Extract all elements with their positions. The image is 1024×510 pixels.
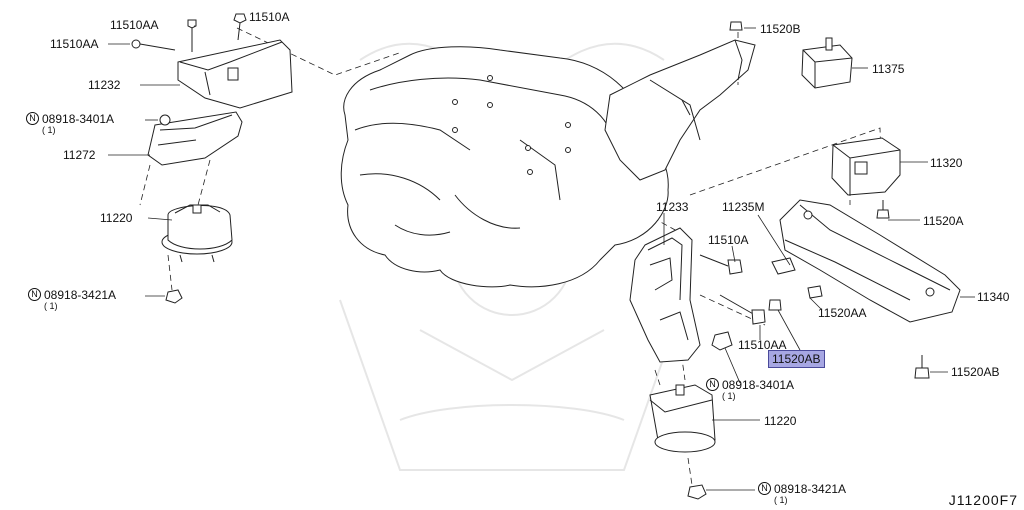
- part-label-11520A[interactable]: 11520A: [923, 214, 964, 228]
- mount-11320: [831, 137, 901, 219]
- part-label-11510AA-top[interactable]: 11510AA: [110, 18, 159, 32]
- part-label-11520AA[interactable]: 11520AA: [818, 306, 867, 320]
- bolts-right: [768, 285, 930, 379]
- part-label-08918-3401A-left[interactable]: N 08918-3401A ( 1): [26, 112, 115, 135]
- part-label-11510A-mid[interactable]: 11510A: [708, 233, 749, 247]
- part-number: 08918-3421A: [44, 288, 117, 302]
- part-label-11235M[interactable]: 11235M: [722, 200, 765, 214]
- part-label-08918-3421A-left[interactable]: N 08918-3421A ( 1): [28, 288, 117, 311]
- part-label-11520AB-highlighted[interactable]: 11520AB: [768, 350, 825, 368]
- part-label-08918-3401A-right[interactable]: N 08918-3401A ( 1): [706, 378, 795, 401]
- part-number: 08918-3401A: [722, 378, 795, 392]
- bracket-11232: [131, 13, 293, 109]
- mount-insulator-left: [161, 204, 233, 304]
- diagram-reference-code: J11200F7: [948, 492, 1018, 508]
- mount-11375: [729, 21, 853, 89]
- engine-illustration: [340, 39, 756, 288]
- part-label-11220-right[interactable]: 11220: [764, 414, 797, 428]
- mount-insulator-right: [649, 384, 716, 500]
- part-label-11340[interactable]: 11340: [977, 290, 1010, 304]
- part-label-11510A-top[interactable]: 11510A: [249, 10, 290, 24]
- part-label-11233[interactable]: 11233: [656, 200, 689, 214]
- n-marker-icon: N: [758, 482, 771, 495]
- quantity-note: ( 1): [722, 391, 736, 401]
- quantity-note: ( 1): [774, 495, 788, 505]
- part-label-11232[interactable]: 11232: [88, 78, 121, 92]
- crossmember-11340: [771, 199, 961, 323]
- part-label-11520AB-right[interactable]: 11520AB: [951, 365, 1000, 379]
- bracket-11233: [629, 227, 766, 363]
- n-marker-icon: N: [706, 378, 719, 391]
- part-label-08918-3421A-right[interactable]: N 08918-3421A ( 1): [758, 482, 847, 505]
- quantity-note: ( 1): [44, 301, 58, 311]
- part-label-11375[interactable]: 11375: [872, 62, 905, 76]
- n-marker-icon: N: [26, 112, 39, 125]
- part-label-11520B[interactable]: 11520B: [760, 22, 801, 36]
- part-label-11220-left[interactable]: 11220: [100, 211, 133, 225]
- part-label-11272[interactable]: 11272: [63, 148, 96, 162]
- part-number: 08918-3421A: [774, 482, 847, 496]
- part-label-11320[interactable]: 11320: [930, 156, 963, 170]
- part-label-11510AA-left[interactable]: 11510AA: [50, 37, 99, 51]
- part-number: 08918-3401A: [42, 112, 115, 126]
- leader-lines: [108, 25, 975, 491]
- quantity-note: ( 1): [42, 125, 56, 135]
- n-marker-icon: N: [28, 288, 41, 301]
- bracket-11272: [147, 111, 243, 166]
- part-label-11510AA-mid[interactable]: 11510AA: [738, 338, 787, 352]
